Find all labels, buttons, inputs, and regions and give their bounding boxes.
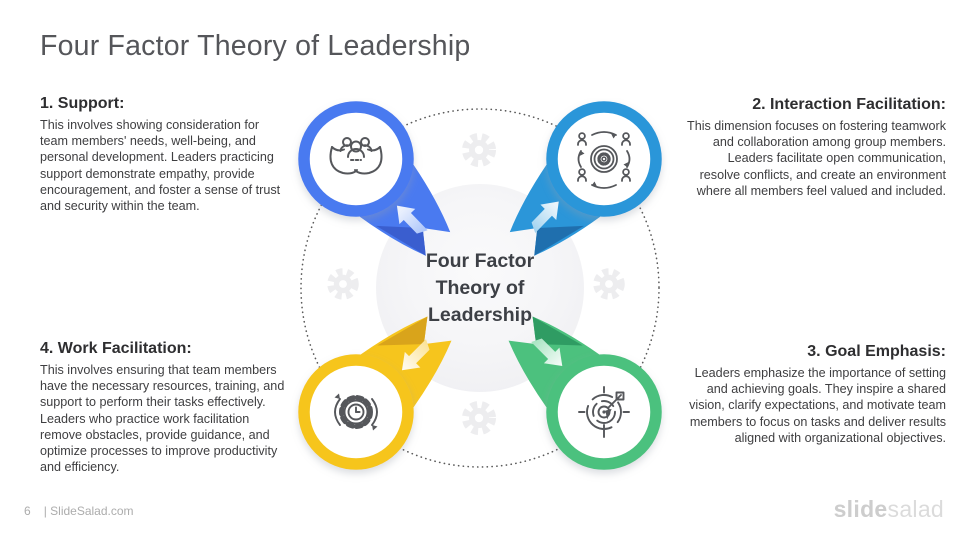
factor-4-heading: 4. Work Facilitation:: [40, 340, 192, 357]
factor-2-body: This dimension focuses on fostering team…: [687, 119, 946, 198]
support-circle: [298, 101, 414, 217]
center-title-line: Four Factor: [425, 250, 535, 272]
factor-4-body: This involves ensuring that team members…: [40, 363, 285, 475]
factor-2-interaction-block: 2. Interaction Facilitation: This dimens…: [684, 96, 946, 199]
logo-light-part: salad: [887, 496, 944, 522]
arrow-icon: [531, 338, 563, 367]
footer-website: SlideSalad.com: [50, 504, 134, 518]
arrow-icon: [401, 339, 430, 371]
factor-4-work-block: 4. Work Facilitation: This involves ensu…: [40, 340, 294, 475]
page-title: Four Factor Theory of Leadership: [40, 30, 471, 62]
slidesalad-logo: slidesalad: [834, 496, 944, 523]
factor-3-goal-block: 3. Goal Emphasis: Leaders emphasize the …: [682, 343, 946, 446]
center-title-line: Theory of: [435, 277, 525, 299]
goal-circle: [546, 354, 662, 470]
target-dart-icon: [578, 386, 630, 438]
page-number: 6: [24, 504, 31, 518]
logo-bold-part: slide: [833, 496, 888, 522]
arrow-icon: [531, 201, 559, 234]
gear-clock-arrows-icon: [334, 393, 378, 431]
work-circle: [298, 354, 414, 470]
four-factor-diagram: [290, 98, 670, 486]
dotted-connector-circle: [300, 108, 660, 468]
diagram-center-title: Four Factor Theory of Leadership: [370, 248, 590, 329]
interaction-circle: [546, 101, 662, 217]
center-title-line: Leadership: [427, 304, 533, 326]
factor-3-heading: 3. Goal Emphasis:: [807, 343, 946, 360]
people-around-gear-icon: [577, 131, 631, 189]
arrow-icon: [396, 205, 428, 234]
factor-1-support-block: 1. Support: This involves showing consid…: [40, 95, 290, 214]
factor-2-heading: 2. Interaction Facilitation:: [752, 96, 946, 113]
factor-1-heading: 1. Support:: [40, 95, 125, 112]
factor-1-body: This involves showing consideration for …: [40, 118, 281, 214]
footer-separator: |: [43, 504, 47, 518]
diagram-svg: [298, 101, 662, 470]
center-circle: [376, 184, 584, 392]
hands-holding-people-icon: [329, 137, 383, 175]
footer: 6 | SlideSalad.com: [24, 504, 134, 518]
factor-3-body: Leaders emphasize the importance of sett…: [689, 366, 946, 445]
background-gear-icon: [327, 133, 625, 435]
